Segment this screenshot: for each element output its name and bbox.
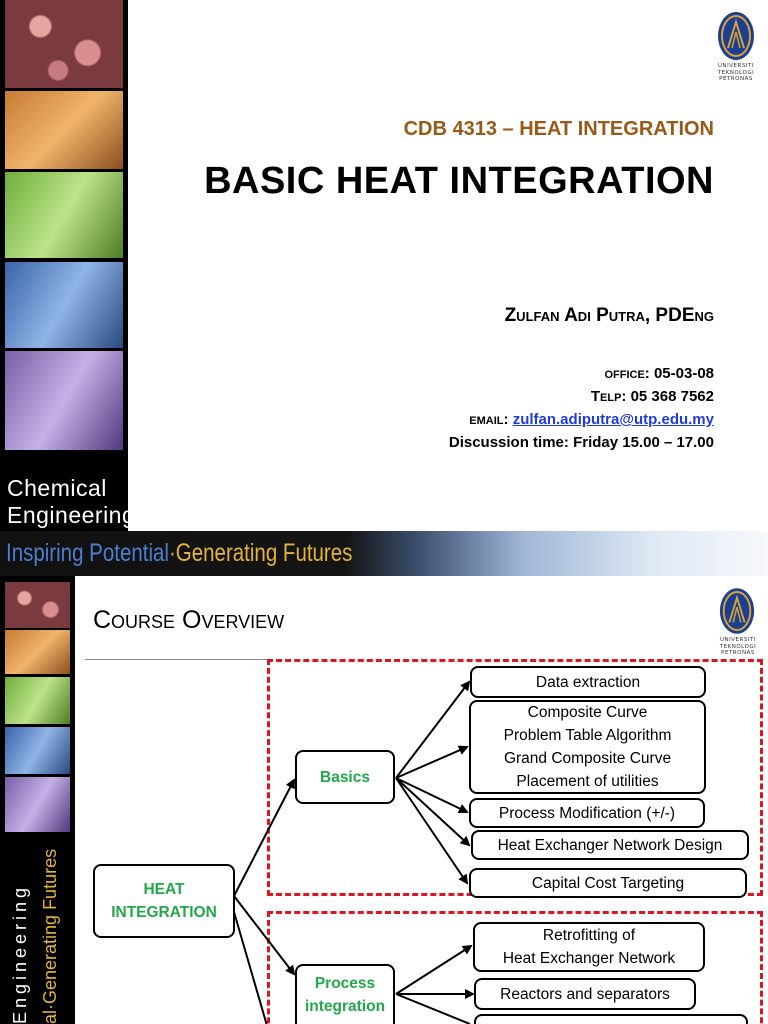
- photo-lab-worker: [5, 172, 123, 260]
- utp-logo-icon: [718, 12, 754, 60]
- photo-lab-worker: [5, 677, 70, 726]
- basics-item-composite-curve: Composite Curve Problem Table Algorithm …: [469, 700, 706, 794]
- overview-slide: Engineering al·Generating Futures Course…: [0, 576, 768, 1024]
- presenter-name: Zulfan Adi Putra, PDEng: [504, 305, 714, 326]
- discussion-line: Discussion time: Friday 15.00 – 17.00: [449, 434, 714, 451]
- photo-strip: Chemical Engineering: [0, 0, 135, 531]
- office-line: office: 05-03-08: [604, 365, 714, 382]
- utp-logo-text: UNIVERSITI TEKNOLOGI PETRONAS: [712, 637, 764, 657]
- arrow-root-to-process: [233, 895, 296, 976]
- arrow-process-to-item-3: [395, 993, 471, 1024]
- arrow-basics-to-item-3: [395, 777, 469, 814]
- tagline-text: Inspiring Potential·Generating Futures: [6, 539, 352, 568]
- diagram-connectors: [233, 680, 475, 1024]
- discussion-label: Discussion time:: [448, 434, 569, 451]
- photo-lab-equipment: [5, 777, 70, 834]
- office-value: 05-03-08: [653, 365, 714, 382]
- process-item-reactors-separators: Reactors and separators: [474, 978, 696, 1010]
- discussion-value: Friday 15.00 – 17.00: [573, 434, 714, 451]
- tagline-banner: Inspiring Potential·Generating Futures: [0, 531, 768, 576]
- arrow-root-to-basics: [233, 778, 295, 897]
- photo-strip: Engineering al·Generating Futures: [0, 576, 75, 1024]
- tagline-part-2: Generating Futures: [175, 539, 353, 567]
- office-label: office:: [604, 365, 650, 382]
- photo-lab-glass: [5, 91, 123, 171]
- photo-lab-equipment: [5, 351, 123, 452]
- tagline-dot: ·: [168, 539, 176, 567]
- arrow-basics-to-item-5: [395, 777, 469, 885]
- process-group-frame: [267, 911, 763, 1024]
- arrow-basics-to-item-2: [395, 745, 469, 779]
- photo-cells: [5, 582, 70, 630]
- process-integration-node: Process integration: [295, 964, 395, 1024]
- heat-integration-node: HEAT INTEGRATION: [93, 864, 235, 938]
- telp-value: 05 368 7562: [630, 388, 714, 405]
- logo-text-line-2: TEKNOLOGI: [719, 643, 757, 650]
- logo-text-line-1: UNIVERSITI: [718, 63, 754, 69]
- course-code: CDB 4313 – HEAT INTEGRATION: [403, 118, 714, 140]
- photo-plant: [5, 727, 70, 776]
- basics-item-hen-design: Heat Exchanger Network Design: [471, 830, 749, 860]
- process-item-retrofitting: Retrofitting of Heat Exchanger Network: [473, 922, 705, 972]
- photo-lab-glass: [5, 630, 70, 676]
- process-item-partial: [474, 1014, 748, 1024]
- logo-text-line-2: TEKNOLOGI: [717, 69, 755, 76]
- title-slide: Chemical Engineering Inspiring Potential…: [0, 0, 768, 576]
- arrow-root-continues: [233, 911, 268, 1024]
- email-link[interactable]: zulfan.adiputra@utp.edu.my: [512, 411, 714, 428]
- brand-line-2: Engineering: [7, 502, 136, 528]
- email-line: email: zulfan.adiputra@utp.edu.my: [469, 411, 714, 428]
- utp-logo-icon: [719, 588, 755, 634]
- email-label: email:: [469, 411, 509, 428]
- arrow-process-to-item-1: [395, 944, 473, 995]
- telp-label: Telp:: [590, 388, 627, 405]
- photo-cells: [5, 0, 123, 90]
- arrow-basics-to-item-4: [395, 777, 471, 847]
- utp-logo-text: UNIVERSITI TEKNOLOGI PETRONAS: [710, 63, 762, 83]
- logo-text-line-1: UNIVERSITI: [720, 637, 756, 643]
- title-divider: [85, 659, 270, 660]
- basics-item-data-extraction: Data extraction: [470, 666, 706, 698]
- telp-line: Telp: 05 368 7562: [591, 388, 714, 405]
- photo-plant: [5, 262, 123, 350]
- basics-item-capital-cost: Capital Cost Targeting: [469, 868, 747, 898]
- logo-text-line-3: PETRONAS: [721, 650, 755, 656]
- basics-item-process-modification: Process Modification (+/-): [469, 798, 705, 828]
- brand-line-1: Chemical: [7, 475, 107, 501]
- basics-node: Basics: [295, 750, 395, 804]
- tagline-part-1: Inspiring Potential: [6, 539, 169, 567]
- slide-title: BASIC HEAT INTEGRATION: [204, 160, 714, 202]
- logo-text-line-3: PETRONAS: [719, 76, 753, 82]
- arrow-basics-to-item-1: [395, 680, 471, 779]
- slide-title: Course Overview: [93, 606, 285, 634]
